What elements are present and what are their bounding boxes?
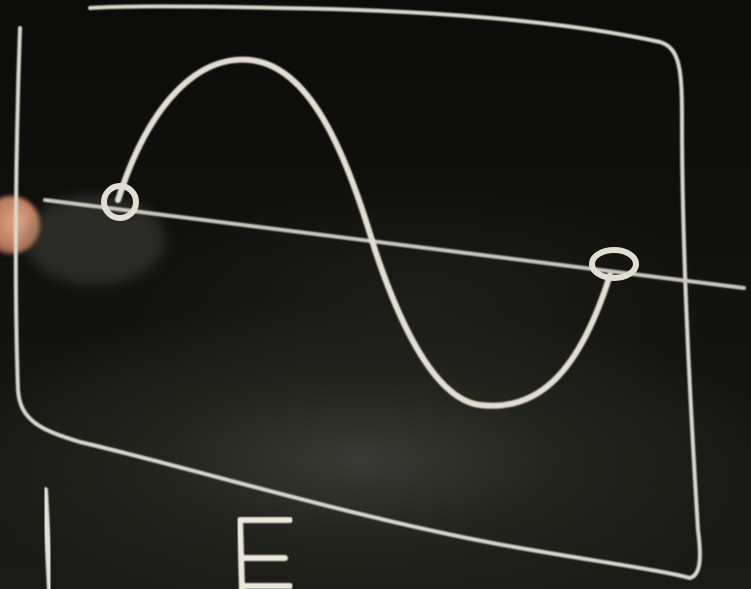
bottom-left-wire-stroke — [45, 490, 50, 589]
glass-reflection — [25, 195, 165, 285]
right-loop-knot — [592, 250, 636, 278]
sine-wave-wire — [118, 60, 610, 406]
bottom-letter-e-wire — [240, 520, 290, 589]
frame-wire — [16, 7, 700, 579]
